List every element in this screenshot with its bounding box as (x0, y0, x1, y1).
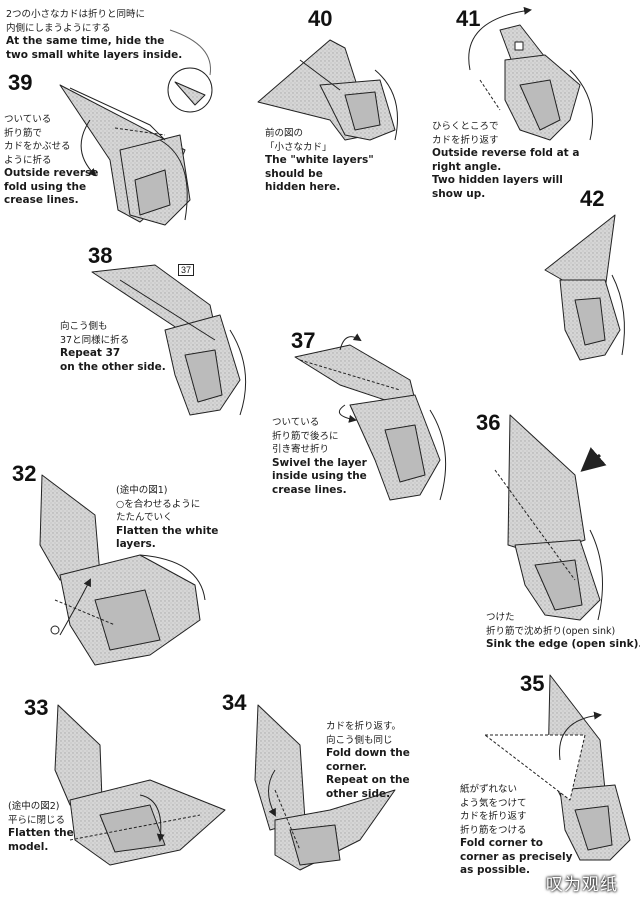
step-32-en-line-1: Flatten the white (116, 524, 219, 537)
step-39-top-caption: 2つの小さなカドは折りと同時に 内側にしまうようにする At the same … (6, 8, 182, 62)
step-34-jp-line-1: カドを折り返す。 (326, 721, 402, 732)
step-39-jp2-line-1: ついている (4, 114, 52, 125)
step-37-number: 37 (291, 328, 316, 353)
step-33-number: 33 (24, 695, 49, 720)
step-40-number: 40 (308, 6, 333, 31)
step-35-model (484, 674, 631, 861)
step-34-en-line-3: Repeat on the (326, 774, 410, 786)
step-42-number: 42 (580, 186, 605, 211)
step-41-en-line-3: Two hidden layers will (432, 174, 563, 186)
step-39-en2-line-3: crease lines. (4, 194, 79, 206)
step-33-jp-line-1: (途中の図2) (8, 801, 60, 812)
step-37-model (294, 333, 447, 501)
step-32-model (39, 474, 206, 666)
step-39-jp2-line-4: ように折る (4, 154, 52, 166)
step-40-en-line-1: The "white layers" (265, 154, 374, 166)
step-39-jp-line-1: 2つの小さなカドは折りと同時に (6, 9, 146, 20)
step-32-jp-line-2: ○を合わせるように (116, 498, 201, 510)
step-39-en2-line-1: Outside reverse (4, 167, 99, 179)
step-38-reference-box: 37 (178, 264, 195, 276)
step-32-jp-line-1: (途中の図1) (116, 485, 168, 496)
step-38-model (91, 264, 247, 416)
step-34-jp-line-2: 向こう側も同じ (326, 734, 393, 746)
step-41-en-line-4: show up. (432, 187, 486, 200)
step-40-model (257, 39, 398, 141)
step-37-en-line-1: Swivel the layer (272, 456, 367, 469)
step-37-jp-line-1: ついている (272, 417, 320, 428)
step-41-en-line-2: right angle. (432, 160, 502, 173)
step-35-jp-line-3: カドを折り返す (460, 811, 527, 822)
step-32-jp-line-3: たたんでいく (116, 512, 173, 523)
step-38-jp-line-2: 37と同様に折る (60, 334, 130, 346)
step-33-en-line-1: Flatten the (8, 827, 74, 839)
step-36-jp-line-1: つけた (486, 612, 515, 623)
step-33-caption: (途中の図2) 平らに閉じる Flatten the model. (8, 800, 74, 854)
step-39-en-line-2: two small white layers inside. (6, 48, 183, 61)
step-40-jp-line-1: 前の図の (265, 128, 304, 139)
step-36-model (494, 414, 607, 621)
step-32-en-line-2: layers. (116, 538, 156, 550)
watermark: 叹为观纸 (546, 875, 618, 895)
step-36-jp-line-2: 折り筋で沈め折り(open sink) (486, 625, 616, 637)
step-36-en-line-1: Sink the edge (open sink). (486, 638, 640, 650)
step-34-en-line-4: other side. (326, 787, 391, 800)
step-37-en-line-3: crease lines. (272, 483, 347, 496)
step-38-en-line-1: Repeat 37 (60, 347, 121, 359)
step-35-jp-line-2: よう気をつけて (460, 797, 527, 809)
step-32-number: 32 (12, 461, 37, 486)
step-39-model (59, 29, 213, 226)
step-33-model (54, 704, 226, 866)
step-39-side-caption: ついている 折り筋で カドをかぶせる ように折る Outside reverse… (4, 113, 98, 208)
step-41-en-line-1: Outside reverse fold at a (432, 147, 580, 159)
step-41-number: 41 (456, 6, 481, 31)
step-38-caption: 向こう側も 37と同様に折る Repeat 37 on the other si… (60, 320, 166, 374)
step-34-en-line-1: Fold down the (326, 747, 410, 759)
step-40-caption: 前の図の 「小さなカド」 The "white layers" should b… (265, 127, 374, 195)
step-40-en-line-2: should be (265, 167, 323, 180)
step-36-caption: つけた 折り筋で沈め折り(open sink) Sink the edge (o… (486, 611, 640, 652)
step-37-en-line-2: inside using the (272, 470, 367, 482)
step-34-model (254, 704, 396, 871)
step-39-jp-line-2: 内側にしまうようにする (6, 22, 111, 34)
step-40-en-line-3: hidden here. (265, 181, 341, 193)
step-39-en2-line-2: fold using the (4, 180, 87, 193)
step-42-model (544, 214, 625, 361)
step-38-en-line-2: on the other side. (60, 360, 166, 373)
step-33-jp-line-2: 平らに閉じる (8, 814, 66, 826)
step-39-en-line-1: At the same time, hide the (6, 35, 165, 47)
step-35-jp-line-1: 紙がずれない (460, 784, 518, 795)
step-41-caption: ひらくところで カドを折り返す Outside reverse fold at … (432, 120, 579, 201)
step-35-jp-line-4: 折り筋をつける (460, 824, 527, 836)
step-38-number: 38 (88, 243, 113, 268)
step-37-jp-line-2: 折り筋で後ろに (272, 430, 339, 442)
step-40-jp-line-2: 「小さなカド」 (265, 141, 332, 153)
step-35-en-line-3: as possible. (460, 864, 531, 876)
step-34-number: 34 (222, 690, 247, 715)
step-34-en-line-2: corner. (326, 760, 367, 773)
step-33-en-line-2: model. (8, 840, 49, 853)
step-35-en-line-1: Fold corner to (460, 837, 544, 849)
step-35-caption: 紙がずれない よう気をつけて カドを折り返す 折り筋をつける Fold corn… (460, 783, 573, 878)
step-35-en-line-2: corner as precisely (460, 850, 573, 863)
step-39-number: 39 (8, 70, 33, 95)
step-39-jp2-line-2: 折り筋で (4, 127, 43, 139)
step-39-jp2-line-3: カドをかぶせる (4, 141, 71, 152)
step-35-number: 35 (520, 671, 545, 696)
step-32-caption: (途中の図1) ○を合わせるように たたんでいく Flatten the whi… (116, 484, 218, 552)
step-41-model (468, 6, 593, 141)
step-41-jp-line-2: カドを折り返す (432, 134, 499, 146)
step-36-number: 36 (476, 410, 501, 435)
step-34-caption: カドを折り返す。 向こう側も同じ Fold down the corner. R… (326, 720, 410, 801)
step-37-caption: ついている 折り筋で後ろに 引き寄せ折り Swivel the layer in… (272, 416, 367, 497)
step-37-jp-line-3: 引き寄せ折り (272, 444, 330, 455)
step-38-jp-line-1: 向こう側も (60, 321, 108, 332)
step-41-jp-line-1: ひらくところで (432, 121, 499, 132)
